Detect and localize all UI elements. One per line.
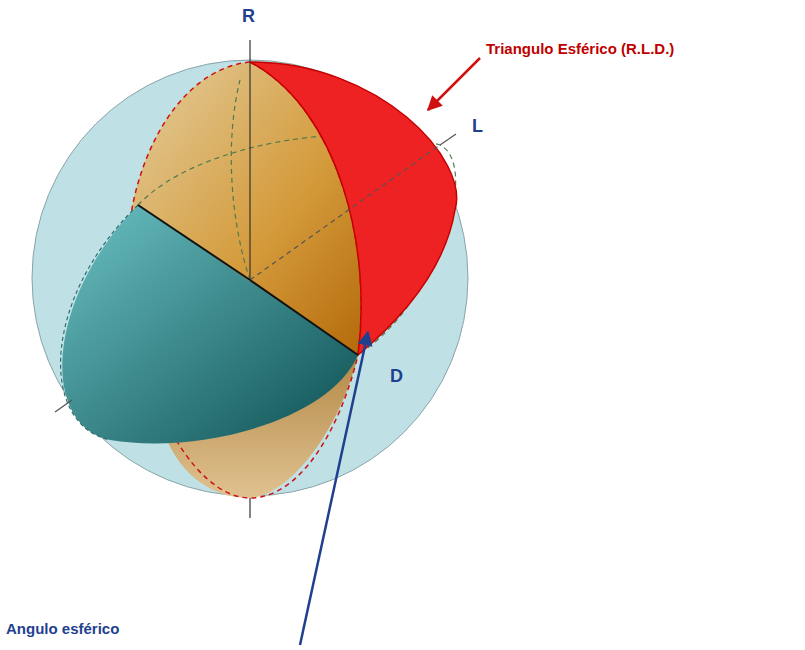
leader-arrow bbox=[300, 332, 368, 645]
polar-axis-bottom bbox=[249, 498, 250, 518]
equator-hidden bbox=[61, 205, 138, 440]
point-label: D bbox=[390, 366, 403, 387]
polar-axis bbox=[249, 40, 250, 280]
spherical-triangle bbox=[250, 62, 457, 355]
callout-label: Triangulo Esférico (R.L.D.) bbox=[486, 40, 674, 57]
callout-label: Angulo esférico bbox=[6, 620, 119, 637]
point-label: L bbox=[472, 116, 483, 137]
axis-l bbox=[440, 134, 456, 145]
equatorial-plane bbox=[62, 205, 358, 443]
inner-arc bbox=[231, 80, 250, 280]
point-label: R bbox=[242, 6, 255, 27]
axis-l-back bbox=[55, 400, 72, 412]
radius bbox=[138, 205, 250, 280]
leader-arrow bbox=[428, 58, 480, 110]
radius-d bbox=[250, 280, 358, 355]
radius-l bbox=[250, 145, 440, 280]
